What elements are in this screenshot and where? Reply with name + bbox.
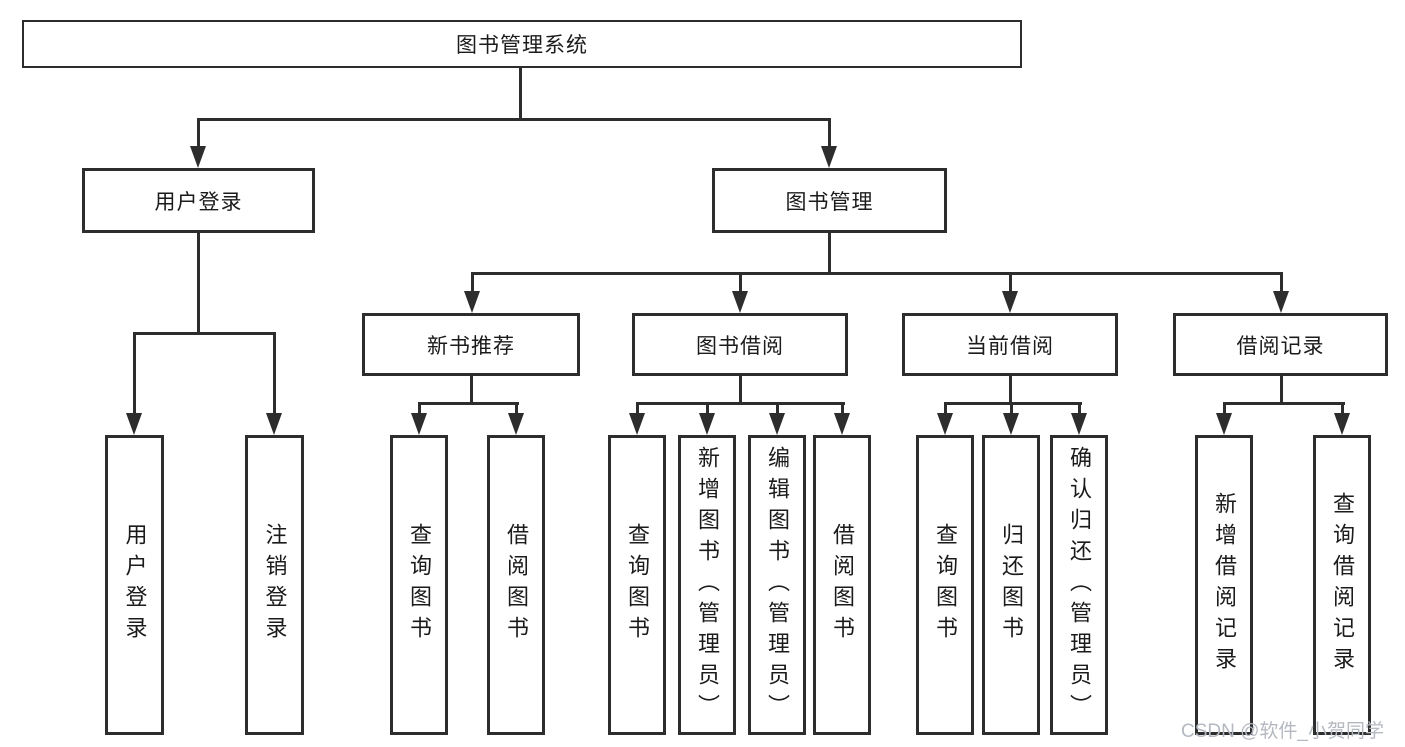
connector-vline <box>944 402 947 415</box>
connector-vline <box>1280 376 1283 405</box>
node-label: 用户登录 <box>154 190 243 214</box>
connector-vline <box>739 376 742 405</box>
node-label: 图书管理 <box>785 190 874 214</box>
connector-hline <box>636 402 845 405</box>
connector-vline <box>776 402 779 415</box>
connector-vline <box>828 118 831 148</box>
node-current-borrowing: 当前借阅 <box>902 313 1118 376</box>
connector-vline <box>1010 402 1013 415</box>
leaf-return-books: 归还图书 <box>982 435 1040 735</box>
node-label: 借阅记录 <box>1236 334 1325 358</box>
connector-vline <box>273 332 276 414</box>
node-book-borrowing: 图书借阅 <box>632 313 848 376</box>
connector-vline <box>1280 272 1283 294</box>
connector-arrowhead <box>464 291 480 313</box>
node-label: 确认归还（管理员） <box>1067 445 1092 725</box>
node-label: 借阅图书 <box>504 523 529 647</box>
node-label: 查询图书 <box>933 523 958 647</box>
connector-arrowhead <box>937 413 953 435</box>
connector-hline <box>418 402 519 405</box>
connector-arrowhead <box>732 291 748 313</box>
node-label: 图书借阅 <box>696 334 784 358</box>
connector-vline <box>1341 402 1344 415</box>
node-label: 新增图书（管理员） <box>695 445 720 725</box>
leaf-add-borrow-record: 新增借阅记录 <box>1195 435 1253 735</box>
connector-arrowhead <box>1216 413 1232 435</box>
connector-arrowhead <box>821 146 837 168</box>
node-label: 用户登录 <box>122 523 148 647</box>
leaf-borrow-books-recommend: 借阅图书 <box>487 435 545 735</box>
connector-vline <box>739 272 742 294</box>
node-label: 借阅图书 <box>830 523 855 647</box>
connector-hline <box>471 272 1283 275</box>
leaf-query-books-current: 查询图书 <box>916 435 974 735</box>
node-book-management: 图书管理 <box>712 168 947 233</box>
leaf-query-books-borrowing: 查询图书 <box>608 435 666 735</box>
leaf-logout: 注销登录 <box>245 435 304 735</box>
node-label: 注销登录 <box>262 523 288 647</box>
connector-vline <box>1009 272 1012 294</box>
node-label: 查询借阅记录 <box>1330 492 1355 678</box>
connector-arrowhead <box>1334 413 1350 435</box>
connector-arrowhead <box>629 413 645 435</box>
connector-arrowhead <box>411 413 427 435</box>
connector-hline <box>197 118 831 121</box>
node-borrowing-records: 借阅记录 <box>1173 313 1388 376</box>
node-new-book-recommendation: 新书推荐 <box>362 313 580 376</box>
csdn-watermark: CSDN @软件_小贺同学 <box>1181 721 1384 742</box>
connector-arrowhead <box>1003 413 1019 435</box>
node-label: 新增借阅记录 <box>1212 492 1237 678</box>
node-label: 编辑图书（管理员） <box>765 445 790 725</box>
connector-vline <box>471 272 474 294</box>
connector-vline <box>197 233 200 335</box>
connector-arrowhead <box>699 413 715 435</box>
connector-vline <box>515 402 518 415</box>
connector-vline <box>470 376 473 405</box>
connector-hline <box>133 332 276 335</box>
connector-vline <box>841 402 844 415</box>
leaf-query-borrow-record: 查询借阅记录 <box>1313 435 1371 735</box>
connector-arrowhead <box>126 413 142 435</box>
node-user-login: 用户登录 <box>82 168 315 233</box>
node-library-system: 图书管理系统 <box>22 20 1022 68</box>
connector-arrowhead <box>508 413 524 435</box>
leaf-edit-books-admin: 编辑图书（管理员） <box>748 435 806 735</box>
node-label: 图书管理系统 <box>456 34 588 57</box>
node-label: 查询图书 <box>625 523 650 647</box>
node-label: 当前借阅 <box>966 334 1054 358</box>
leaf-borrow-books-borrowing: 借阅图书 <box>813 435 871 735</box>
connector-vline <box>828 233 831 275</box>
connector-hline <box>1223 402 1345 405</box>
leaf-confirm-return-admin: 确认归还（管理员） <box>1050 435 1108 735</box>
node-label: 新书推荐 <box>427 334 515 358</box>
connector-vline <box>197 118 200 148</box>
connector-vline <box>1223 402 1226 415</box>
node-label: 归还图书 <box>999 523 1024 647</box>
connector-vline <box>1009 376 1012 405</box>
connector-arrowhead <box>1071 413 1087 435</box>
node-label: 查询图书 <box>407 523 432 647</box>
connector-vline <box>133 332 136 414</box>
connector-arrowhead <box>266 413 282 435</box>
connector-vline <box>636 402 639 415</box>
connector-vline <box>706 402 709 415</box>
leaf-query-books-recommend: 查询图书 <box>390 435 448 735</box>
connector-arrowhead <box>769 413 785 435</box>
leaf-user-login: 用户登录 <box>105 435 164 735</box>
connector-hline <box>944 402 1082 405</box>
connector-arrowhead <box>834 413 850 435</box>
connector-arrowhead <box>190 146 206 168</box>
leaf-add-books-admin: 新增图书（管理员） <box>678 435 736 735</box>
connector-vline <box>418 402 421 415</box>
connector-arrowhead <box>1002 291 1018 313</box>
connector-arrowhead <box>1273 291 1289 313</box>
connector-vline <box>519 68 522 120</box>
connector-vline <box>1078 402 1081 415</box>
